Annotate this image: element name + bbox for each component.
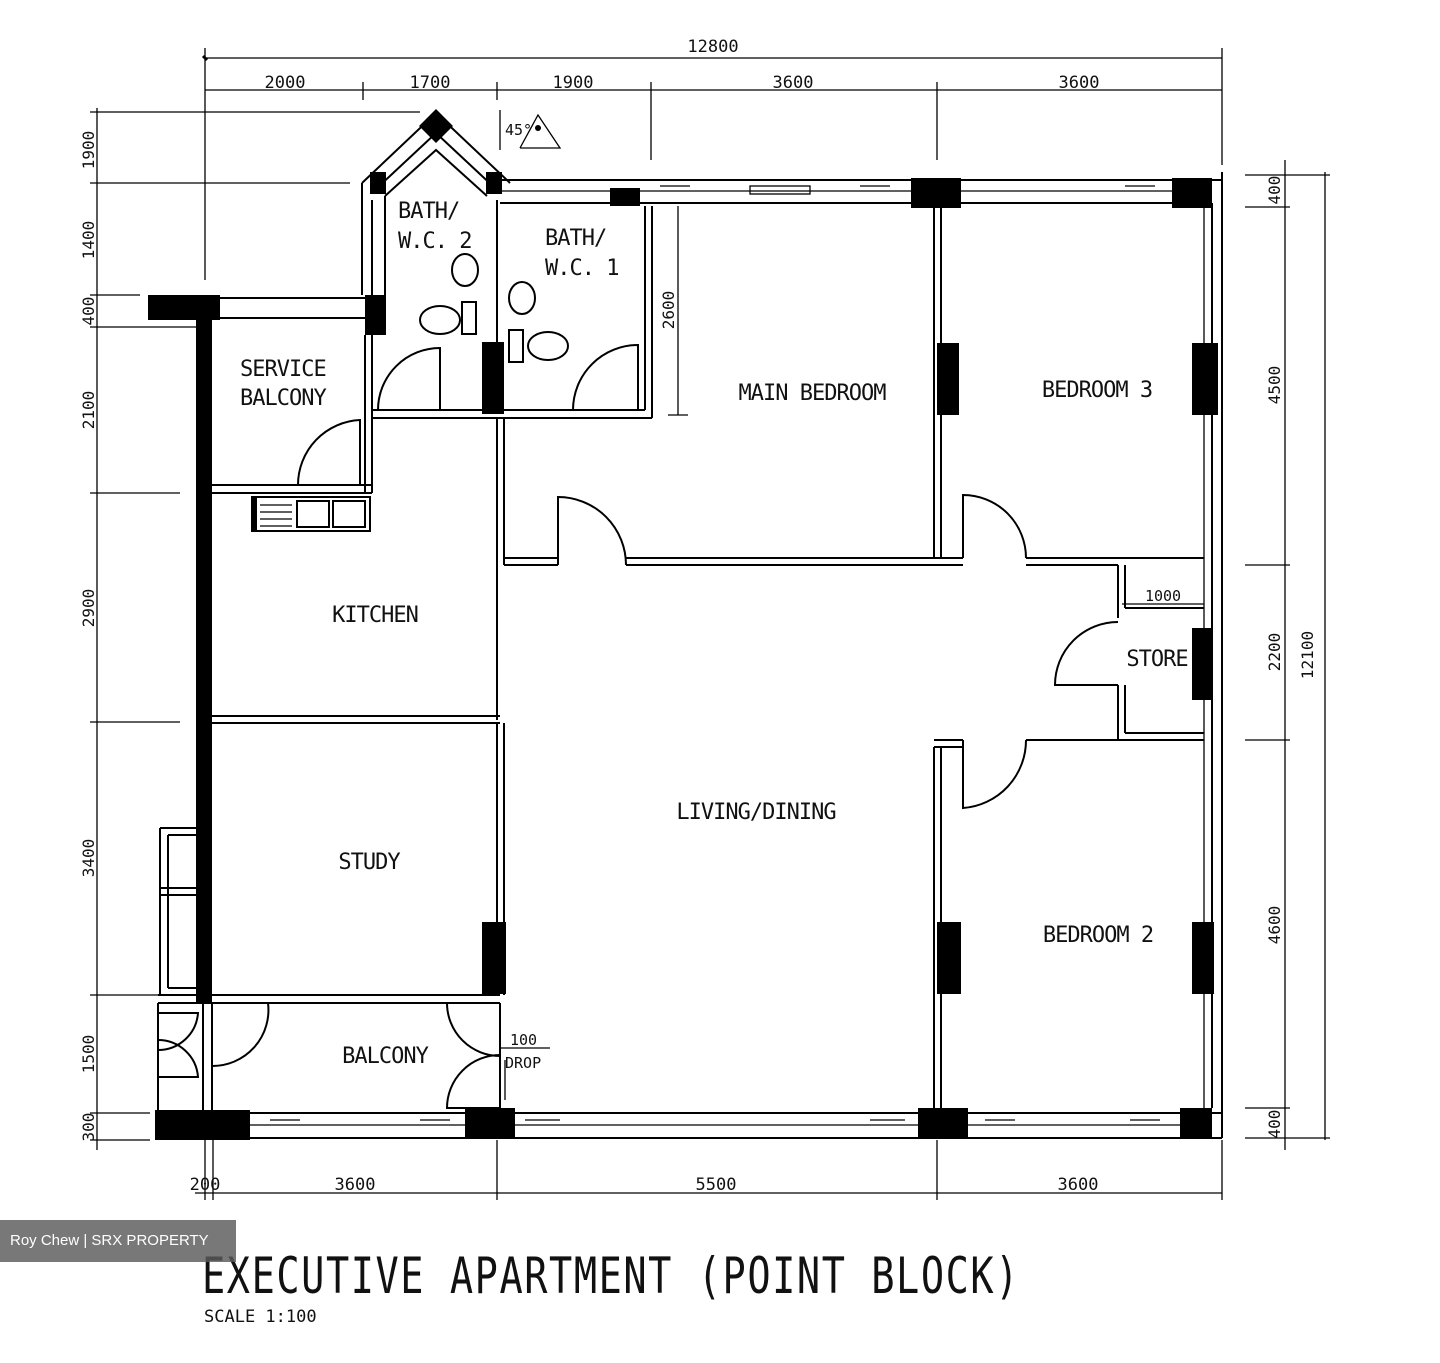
dim-left-1: 1900: [79, 131, 98, 170]
bathroom-bay: [361, 109, 688, 419]
room-bedroom2: BEDROOM 2: [1043, 923, 1153, 948]
window-marks: [270, 185, 1160, 1121]
dim-right-5: 400: [1265, 1110, 1284, 1139]
room-balcony: BALCONY: [342, 1044, 428, 1069]
dim-bottom-3: 5500: [696, 1175, 737, 1195]
room-bedroom3: BEDROOM 3: [1042, 378, 1152, 403]
dim-left-4: 2100: [79, 391, 98, 430]
dim-top-1: 2000: [265, 73, 306, 93]
dim-left-2: 1400: [79, 221, 98, 260]
drop-value: 100: [510, 1031, 537, 1049]
dim-left-5: 2900: [79, 589, 98, 628]
watermark: Roy Chew | SRX PROPERTY: [0, 1220, 236, 1262]
room-bath2-line2: W.C. 2: [398, 229, 471, 254]
room-service-balcony-line1: SERVICE: [240, 357, 326, 382]
exterior-walls: [150, 172, 1223, 1139]
dim-left-6: 3400: [79, 839, 98, 878]
dim-bottom-4: 3600: [1058, 1175, 1099, 1195]
angle-label: 45°: [505, 121, 532, 139]
room-service-balcony-line2: BALCONY: [240, 386, 326, 411]
dim-right-4: 4600: [1265, 906, 1284, 945]
room-main-bedroom: MAIN BEDROOM: [739, 381, 887, 406]
dim-right-2: 4500: [1265, 366, 1284, 405]
plan-title: EXECUTIVE APARTMENT (POINT BLOCK): [202, 1247, 1020, 1305]
plan-scale: SCALE 1:100: [204, 1307, 317, 1327]
room-study: STUDY: [338, 850, 400, 875]
dim-right-1: 400: [1265, 176, 1284, 205]
room-bath1-line2: W.C. 1: [545, 256, 618, 281]
room-store: STORE: [1126, 647, 1187, 672]
room-bath2-line1: BATH/: [398, 199, 459, 224]
dim-top-5: 3600: [1059, 73, 1100, 93]
dim-top-total: 12800: [687, 37, 738, 57]
right-dimension-lines: [1245, 160, 1330, 1150]
dim-store-width: 1000: [1145, 587, 1181, 605]
angle-marker: [499, 110, 562, 150]
dim-bath-depth: 2600: [659, 291, 678, 330]
dim-left-8: 300: [79, 1113, 98, 1142]
dim-top-3: 1900: [553, 73, 594, 93]
top-dimension-lines: [201, 48, 1223, 280]
dim-top-2: 1700: [410, 73, 451, 93]
dim-left-3: 400: [79, 297, 98, 326]
dim-right-total: 12100: [1298, 631, 1317, 679]
left-dimension-lines: [90, 108, 420, 1150]
dim-top-4: 3600: [773, 73, 814, 93]
columns: [148, 178, 1218, 1140]
drop-label: DROP: [505, 1054, 541, 1072]
interior-walls: [157, 206, 1204, 1109]
dim-bottom-2: 3600: [335, 1175, 376, 1195]
room-living-dining: LIVING/DINING: [676, 800, 835, 825]
dim-bottom-1: 200: [190, 1175, 221, 1195]
bottom-dimension-lines: [195, 1140, 1223, 1200]
dim-left-7: 1500: [79, 1035, 98, 1074]
room-kitchen: KITCHEN: [332, 603, 418, 628]
room-bath1-line1: BATH/: [545, 226, 606, 251]
dim-right-3: 2200: [1265, 633, 1284, 672]
